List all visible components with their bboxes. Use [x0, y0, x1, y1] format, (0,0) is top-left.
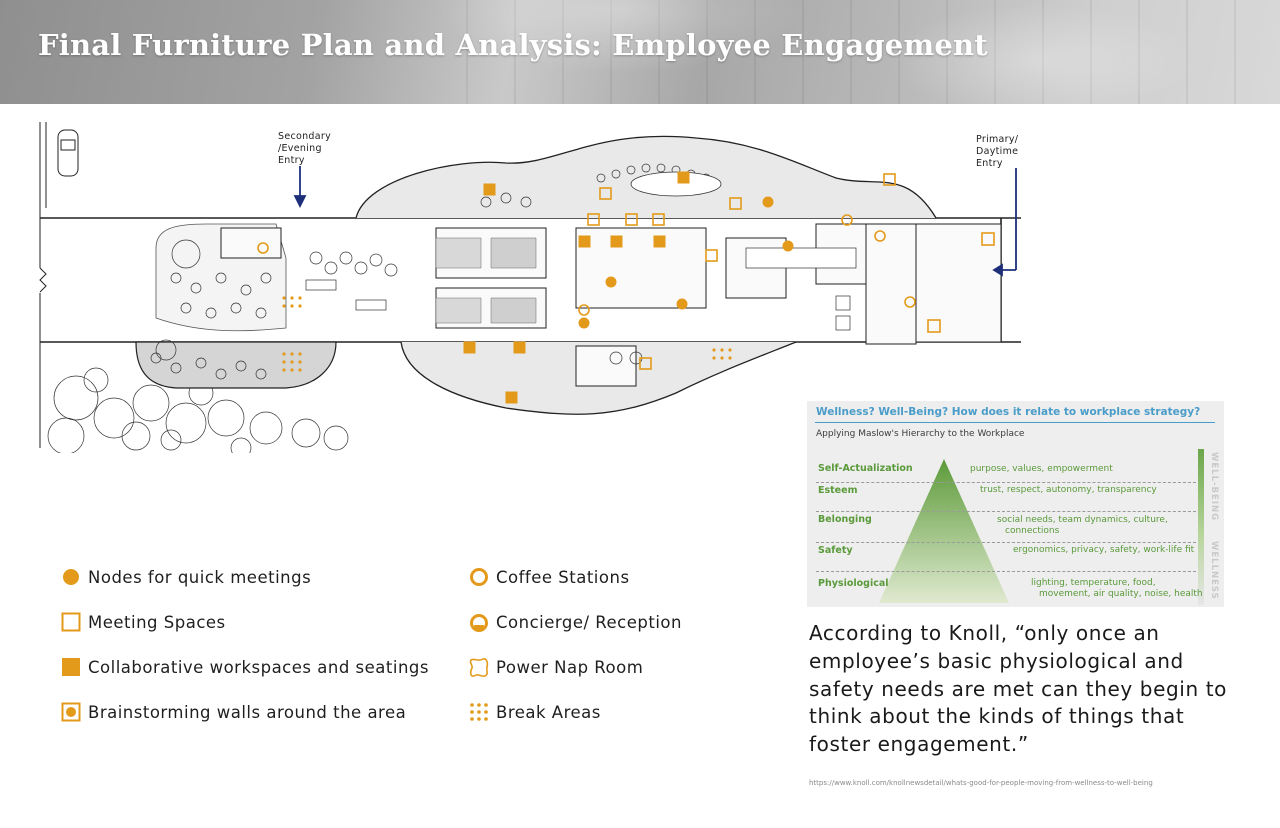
- maslow-panel: Wellness? Well-Being? How does it relate…: [807, 401, 1224, 607]
- legend: Nodes for quick meetings Meeting Spaces …: [60, 560, 760, 740]
- knoll-quote: According to Knoll, “only once an employ…: [809, 621, 1227, 757]
- filled-square-icon: [62, 658, 80, 676]
- legend-item-meeting: Meeting Spaces: [60, 611, 226, 633]
- square-target-icon: [61, 702, 81, 722]
- maslow-pyramid: [879, 449, 1204, 605]
- maslow-title-rule: [815, 422, 1215, 423]
- side-label-well-being: WELL-BEING: [1209, 452, 1219, 522]
- legend-item-brainstorm: Brainstorming walls around the area: [60, 701, 406, 723]
- level-desc-physiological: lighting, temperature, food, movement, a…: [1031, 578, 1203, 599]
- pyramid-shape: [879, 459, 1009, 603]
- hollow-circle-icon: [470, 568, 488, 586]
- floor-plan-drawing: [39, 122, 1021, 459]
- hollow-square-icon: [61, 612, 81, 632]
- ring-dot-icon: [470, 614, 488, 632]
- header-texture: [420, 0, 1280, 104]
- legend-item-break: Break Areas: [468, 701, 601, 723]
- level-desc-self-actualization: purpose, values, empowerment: [970, 464, 1113, 474]
- legend-item-concierge: Concierge/ Reception: [468, 611, 682, 633]
- side-label-wellness: WELLNESS: [1209, 541, 1219, 600]
- page-title: Final Furniture Plan and Analysis: Emplo…: [38, 28, 988, 62]
- filled-circle-icon: [63, 569, 79, 585]
- level-esteem: Esteem: [818, 485, 858, 496]
- wavy-square-icon: [469, 658, 489, 677]
- level-desc-esteem: trust, respect, autonomy, transparency: [980, 485, 1157, 495]
- level-divider: [816, 571, 1196, 572]
- level-divider: [816, 482, 1196, 483]
- floor-plan: Secondary /Evening Entry Primary/ Daytim…: [36, 118, 1026, 459]
- entry-arrows: [293, 166, 1017, 277]
- level-desc-belonging: social needs, team dynamics, culture, co…: [997, 515, 1168, 536]
- level-belonging: Belonging: [818, 514, 872, 525]
- plan-markers: [463, 171, 794, 404]
- trees: [47, 367, 349, 459]
- maslow-title: Wellness? Well-Being? How does it relate…: [816, 406, 1201, 418]
- header-banner: Final Furniture Plan and Analysis: Emplo…: [0, 0, 1280, 104]
- level-divider: [816, 542, 1196, 543]
- level-divider: [816, 511, 1196, 512]
- source-url: https://www.knoll.com/knollnewsdetail/wh…: [809, 779, 1153, 787]
- dot-grid-icon: [470, 703, 488, 721]
- secondary-entry-label: Secondary /Evening Entry: [278, 131, 332, 166]
- legend-item-napping: Power Nap Room: [468, 656, 643, 678]
- legend-item-nodes: Nodes for quick meetings: [60, 566, 311, 588]
- wellbeing-bar: [1198, 449, 1204, 605]
- level-physiological: Physiological: [818, 578, 889, 589]
- legend-item-coffee: Coffee Stations: [468, 566, 630, 588]
- primary-entry-label: Primary/ Daytime Entry: [976, 134, 1019, 169]
- level-self-actualization: Self-Actualization: [818, 463, 913, 474]
- legend-item-collab: Collaborative workspaces and seatings: [60, 656, 429, 678]
- level-safety: Safety: [818, 545, 853, 556]
- level-desc-safety: ergonomics, privacy, safety, work-life f…: [1013, 545, 1195, 555]
- maslow-subtitle: Applying Maslow's Hierarchy to the Workp…: [816, 429, 1025, 439]
